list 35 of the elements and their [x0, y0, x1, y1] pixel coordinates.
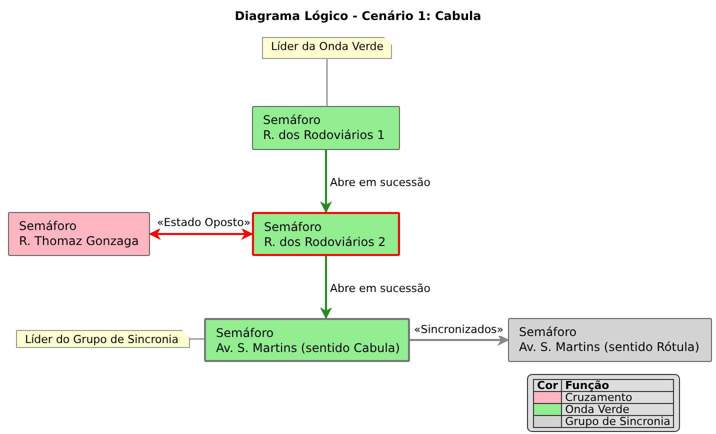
node-label: Av. S. Martins (sentido Rótula) [519, 340, 700, 355]
traffic-light-box [508, 318, 712, 362]
node-label: Líder da Onda Verde [271, 40, 383, 54]
node-label: R. dos Rodoviários 2 [264, 235, 387, 250]
node-label: Líder do Grupo de Sincronia [25, 333, 180, 347]
node-label: Av. S. Martins (sentido Cabula) [216, 341, 398, 356]
node-heading: Semáforo [216, 326, 275, 341]
traffic-light-box [252, 106, 400, 150]
arrow [320, 150, 332, 214]
note-box [262, 37, 392, 59]
diagram-title: Diagrama Lógico - Cenário 1: Cabula [234, 9, 482, 23]
legend-label: Grupo de Sincronia [562, 416, 674, 428]
leader-line [326, 59, 328, 106]
edge-label: «Estado Oposto» [156, 216, 252, 229]
edge-label: Abre em sucessão [329, 176, 432, 189]
edge-label: «Sincronizados» [413, 323, 505, 336]
legend-label: Cruzamento [562, 392, 674, 404]
traffic-light-box [8, 212, 150, 256]
note-box [16, 330, 190, 348]
traffic-light-box [252, 212, 400, 256]
edge-label: Abre em sucessão [329, 282, 432, 295]
arrow [410, 334, 510, 346]
node-heading: Semáforo [263, 113, 322, 128]
table-header: Cor [534, 380, 562, 392]
node-heading: Semáforo [264, 220, 323, 235]
traffic-light-box [204, 318, 410, 362]
node-label: R. Thomaz Gonzaga [19, 234, 139, 249]
table-header: Função [562, 380, 674, 392]
node-heading: Semáforo [519, 325, 578, 340]
legend-label: Onda Verde [562, 404, 674, 416]
arrow [148, 228, 254, 240]
arrow [320, 256, 332, 320]
leader-line [190, 338, 204, 340]
node-heading: Semáforo [19, 219, 78, 234]
node-label: R. dos Rodoviários 1 [263, 128, 386, 143]
